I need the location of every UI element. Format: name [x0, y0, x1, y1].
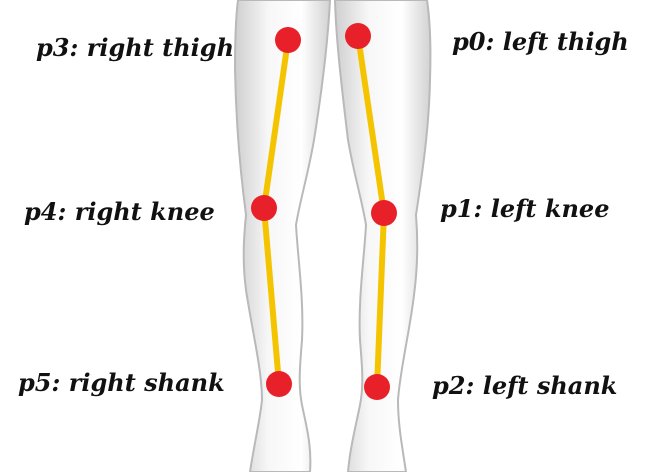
keypoint-p1 — [371, 200, 397, 226]
label-p4: p4: right knee — [24, 200, 215, 224]
label-p2: p2: left shank — [432, 374, 617, 398]
keypoint-p5 — [266, 371, 292, 397]
keypoint-p0 — [345, 23, 371, 49]
label-p5: p5: right shank — [18, 371, 225, 395]
keypoint-p3 — [275, 27, 301, 53]
label-p1: p1: left knee — [440, 197, 609, 221]
label-p0: p0: left thigh — [452, 30, 629, 54]
keypoint-p2 — [364, 374, 390, 400]
label-p3: p3: right thigh — [36, 36, 234, 60]
keypoint-p4 — [251, 195, 277, 221]
